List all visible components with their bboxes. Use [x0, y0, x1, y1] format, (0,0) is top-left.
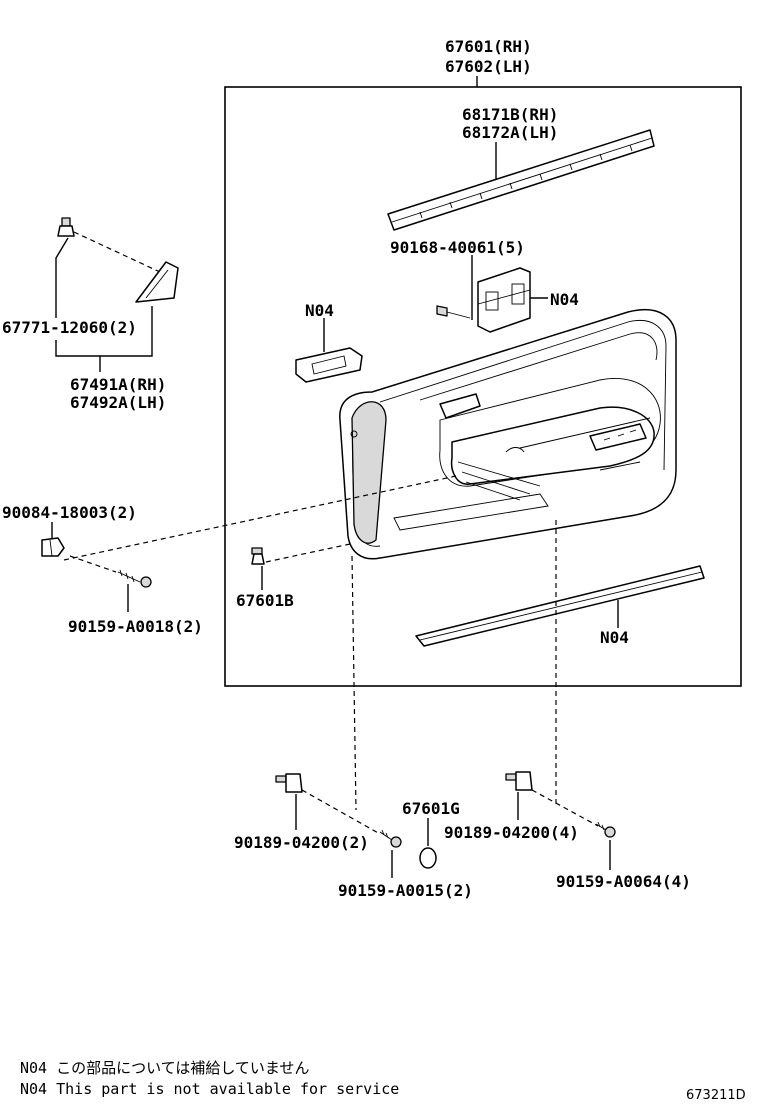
weatherstrip-rh-label: 68171B(RH) [462, 105, 558, 124]
plug-67601g-label: 67601G [402, 799, 460, 818]
screw-a0015-label: 90159-A0015(2) [338, 881, 473, 900]
screw-a0018-label: 90159-A0018(2) [68, 617, 203, 636]
weatherstrip-lh-label: 68172A(LH) [462, 123, 558, 142]
clip-90189-left-part [275, 773, 303, 793]
cover-lh-label: 67492A(LH) [70, 393, 166, 412]
trim-rh-label: 67601(RH) [445, 37, 532, 56]
clip-90189-right-dash [531, 789, 599, 827]
cover-part [135, 261, 179, 303]
screw-a0015-part [379, 829, 402, 848]
note-japanese: N04 この部品については補給していません [20, 1059, 309, 1077]
n04-bezel-label: N04 [305, 301, 334, 320]
strip-part [415, 565, 705, 647]
n04-bracket-label: N04 [550, 290, 579, 309]
cover-leader [55, 306, 153, 357]
clip-67771-dash [73, 231, 161, 273]
bezel-part [295, 347, 363, 383]
bracket-part [477, 267, 531, 333]
clip-67771-part [57, 217, 75, 237]
clip-90084-part [41, 537, 65, 557]
cover-rh-label: 67491A(RH) [70, 375, 166, 394]
clip-90189-right-label: 90189-04200(4) [444, 823, 579, 842]
clip-90189-left-label: 90189-04200(2) [234, 833, 369, 852]
clip-67771-label: 67771-12060(2) [2, 318, 137, 337]
clip-67771-leader [55, 237, 69, 318]
clip-90189-left-dash [301, 789, 381, 835]
clip-90084-dash [63, 475, 457, 561]
weatherstrip-part [387, 129, 655, 231]
screw-a0064-label: 90159-A0064(4) [556, 872, 691, 891]
left-drop-dash [351, 555, 357, 811]
assembly-frame [224, 86, 742, 687]
screw-a0018-dash [69, 555, 117, 573]
clip-67601b-dash [265, 543, 351, 563]
screw-90168-label: 90168-40061(5) [390, 238, 525, 257]
clip-90189-right-part [505, 771, 533, 791]
door-trim-panel [339, 309, 677, 560]
figure-reference: 673211D [686, 1088, 746, 1103]
trim-lh-label: 67602(LH) [445, 57, 532, 76]
clip-67601b-label: 67601B [236, 591, 294, 610]
clip-90084-label: 90084-18003(2) [2, 503, 137, 522]
screw-a0018-part [117, 569, 152, 588]
screw-90168-part [436, 305, 471, 319]
note-english: N04 This part is not available for servi… [20, 1080, 399, 1098]
screw-a0064-part [595, 821, 616, 838]
plug-67601g-part [419, 847, 437, 869]
clip-67601b-part [251, 547, 265, 565]
n04-strip-label: N04 [600, 628, 629, 647]
